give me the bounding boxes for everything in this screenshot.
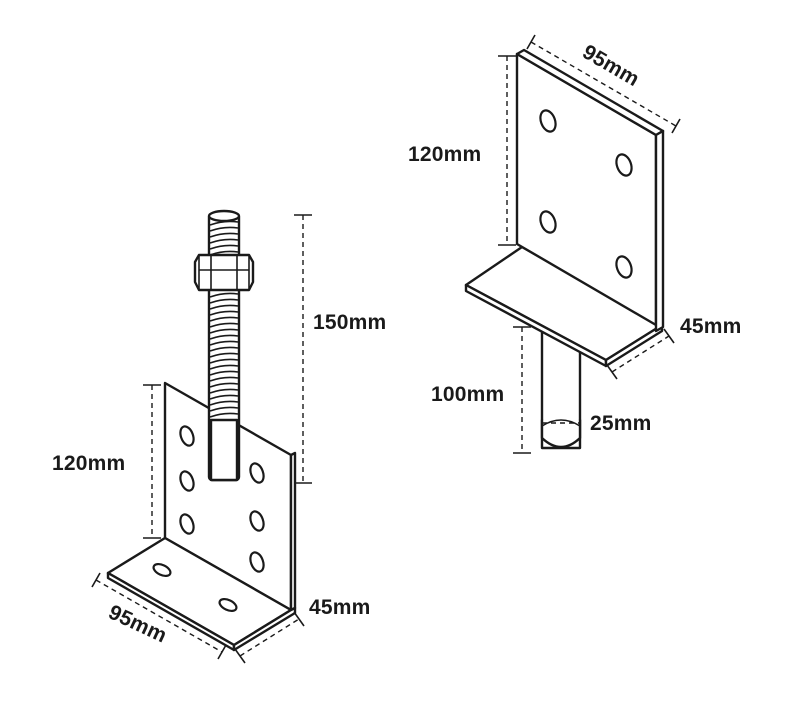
rod-length-label: 150mm: [313, 311, 386, 334]
left-base-side: [232, 606, 297, 652]
rod-thread-line: [209, 346, 239, 352]
rod-tip: [207, 209, 241, 223]
left-plate-hole: [249, 551, 265, 573]
right-depth-label: 45mm: [680, 315, 742, 338]
left-plate-hole: [179, 425, 195, 447]
left-plate-hole: [249, 510, 265, 532]
rod-thread-line: [209, 406, 239, 412]
rod-thread-line: [209, 298, 239, 304]
rod-thread-line: [209, 376, 239, 382]
rod-thread-line: [209, 352, 239, 358]
left-height-dimension: [143, 384, 161, 539]
hex-nut: [193, 253, 255, 292]
rod-thread-line: [209, 244, 239, 250]
rod-length-dimension: [294, 214, 312, 484]
right-base-side: [604, 323, 664, 368]
left-depth-label: 45mm: [309, 596, 371, 619]
rod-thread-line: [209, 400, 239, 406]
left-bracket: 120mm 150mm 95mm 45mm: [52, 209, 386, 664]
right-depth-dimension: [606, 328, 675, 380]
pin-end-curve: [541, 419, 581, 427]
right-width-label: 95mm: [579, 40, 644, 91]
left-height-label: 120mm: [52, 452, 125, 475]
rod-thread-line: [209, 364, 239, 370]
right-plate-hole: [615, 153, 633, 177]
rod-thread-line: [209, 412, 239, 418]
rod-thread-line: [209, 322, 239, 328]
right-height-label: 120mm: [408, 143, 481, 166]
rod-thread-line: [209, 328, 239, 334]
rod-thread-line: [209, 310, 239, 316]
pin-length-dimension: [513, 326, 531, 454]
left-plate-hole: [179, 513, 195, 535]
left-base-hole: [218, 597, 238, 613]
left-width-dimension: [91, 572, 227, 660]
rod-lower: [209, 418, 239, 482]
pin-diameter-label: 25mm: [590, 412, 652, 435]
left-plate-edge: [289, 451, 297, 612]
left-depth-dimension: [234, 611, 305, 664]
right-height-dimension: [498, 55, 516, 246]
rod-thread-line: [209, 382, 239, 388]
pin-end: [540, 418, 582, 449]
rod-thread-line: [209, 358, 239, 364]
rod-thread-line: [209, 238, 239, 244]
rod-thread-line: [209, 304, 239, 310]
pin-length-label: 100mm: [431, 383, 504, 406]
rod-thread-line: [209, 226, 239, 232]
left-plate-hole: [249, 462, 265, 484]
rod-thread-line: [209, 388, 239, 394]
rod-thread-line: [209, 232, 239, 238]
threaded-rod: [193, 209, 255, 482]
rod-thread-line: [209, 316, 239, 322]
right-plate-hole: [539, 210, 557, 234]
left-plate-hole: [179, 470, 195, 492]
rod-thread-line: [209, 340, 239, 346]
right-plate-side: [654, 129, 665, 333]
rod-thread-line: [209, 292, 239, 298]
rod-thread-line: [209, 334, 239, 340]
rod-thread-line: [209, 394, 239, 400]
right-plate-hole: [615, 255, 633, 279]
left-base-hole: [152, 562, 172, 578]
right-bracket: 95mm 120mm 45mm 100mm 25mm: [408, 34, 742, 454]
right-plate-hole: [539, 109, 557, 133]
rod-thread-line: [209, 370, 239, 376]
right-width-dimension: [526, 34, 681, 134]
